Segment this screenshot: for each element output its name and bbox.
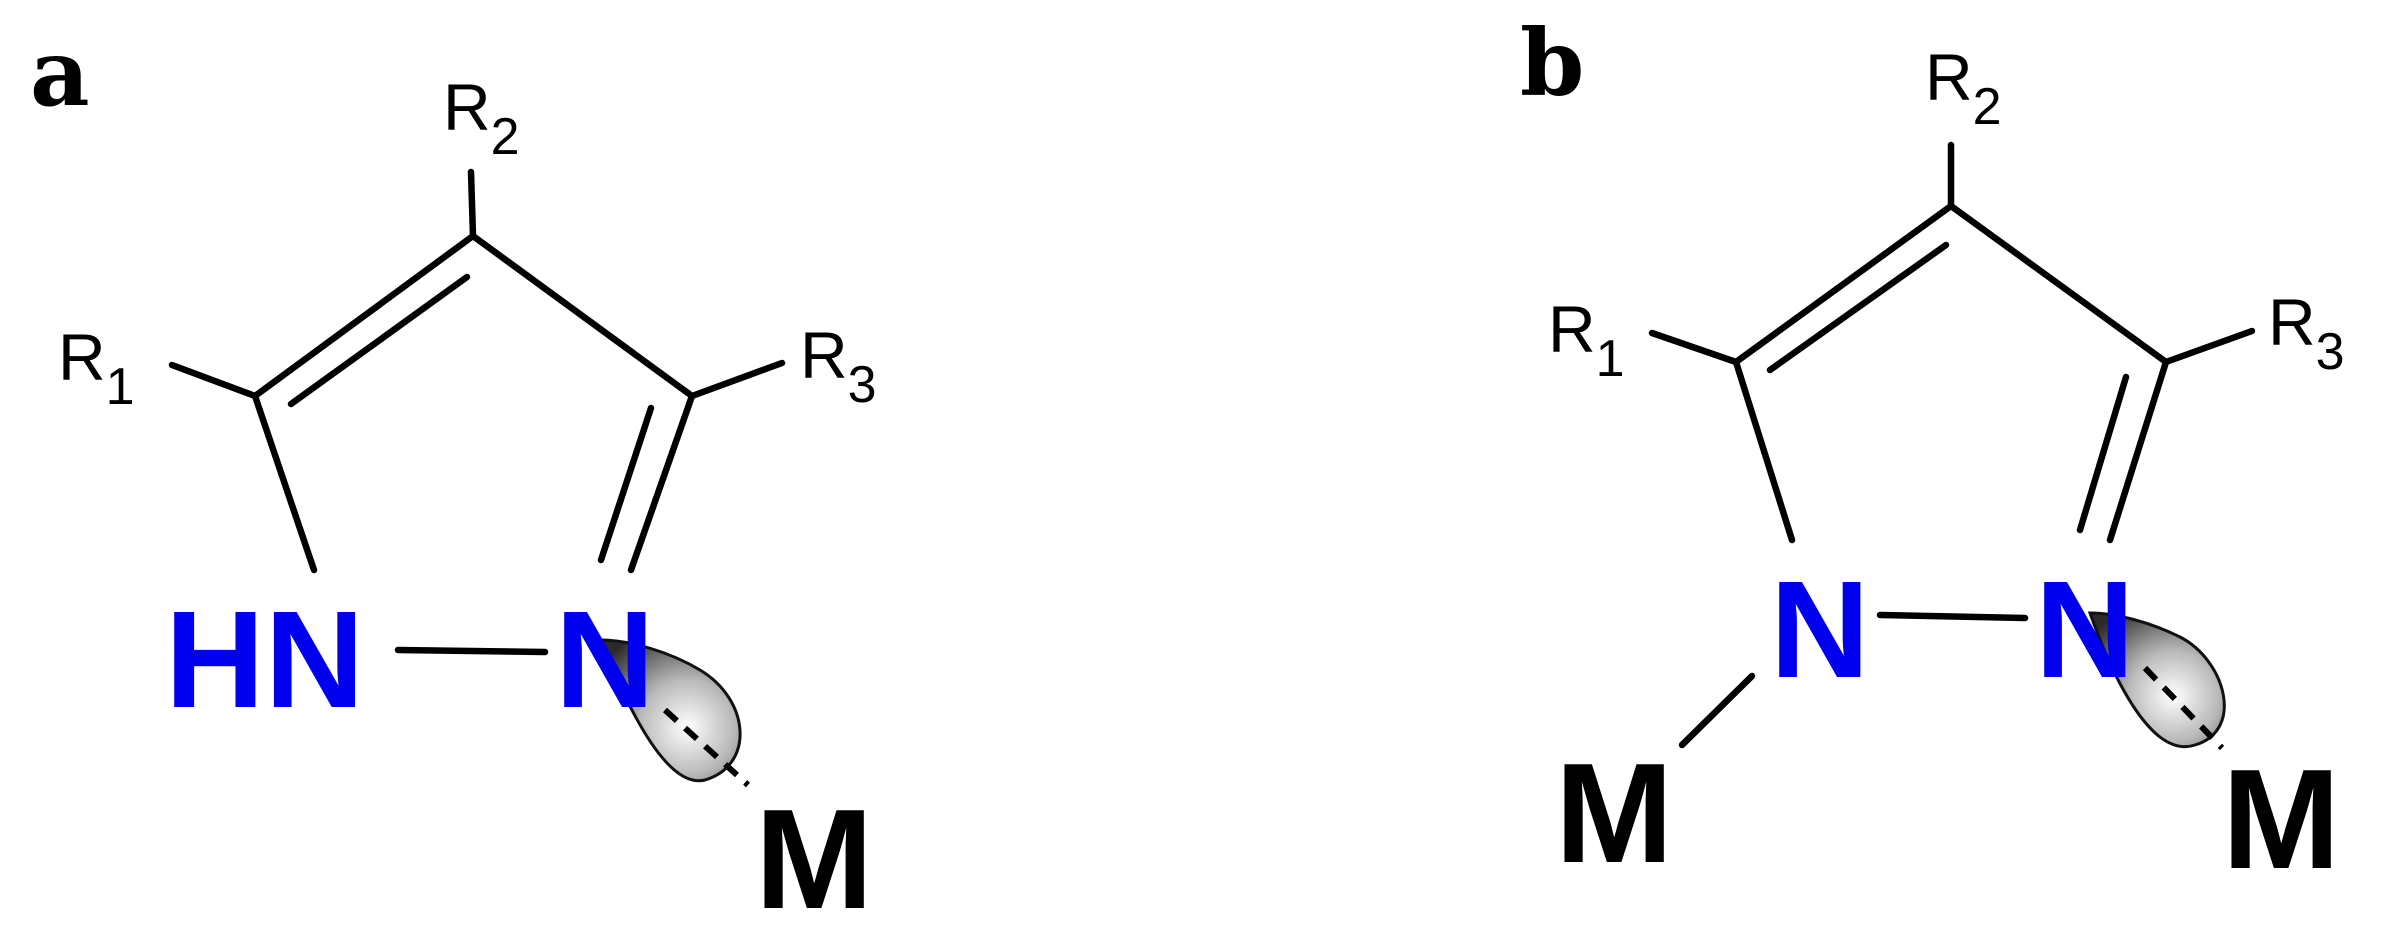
metal-a: M	[755, 780, 873, 935]
nitrogen-n1-b: N	[1770, 553, 1870, 707]
bond-c5-c4-inner-a	[287, 273, 471, 408]
bond-c5-r1-a	[168, 361, 259, 400]
bond-c4-c3-b	[1947, 202, 2170, 366]
nitrogen-nh-a: HN	[165, 583, 364, 737]
dative-bond-b	[2142, 665, 2225, 751]
nitrogen-n-a: N	[555, 583, 655, 737]
bond-n1-metal-b	[1678, 672, 1756, 749]
bond-c4-c3-a	[469, 232, 696, 400]
bond-c3-n2-a	[627, 392, 696, 574]
panel-b-label: b	[1520, 9, 1584, 117]
substituent-r2-b: R2	[1925, 40, 2002, 136]
panel-a: a R1 R2 R3 HN N M	[30, 19, 877, 935]
bond-n1-n2-a	[394, 646, 549, 656]
bond-c4-r2-a	[467, 168, 477, 240]
bond-c3-n2-inner-b	[2076, 373, 2130, 534]
bond-c5-n1-b	[1732, 358, 1796, 544]
metal-right-b: M	[2222, 740, 2340, 899]
lone-pair-lobe-a	[597, 638, 742, 783]
bond-c5-n1-a	[251, 392, 318, 574]
substituent-r1-b: R1	[1548, 292, 1625, 388]
bond-n1-n2-b	[1876, 611, 2029, 622]
bond-c3-r3-b	[2162, 327, 2256, 366]
panel-b: b R1 R2 R3 N N M M	[1520, 9, 2345, 899]
bond-c5-c4-b	[1732, 202, 1955, 366]
bond-c5-r1-b	[1648, 329, 1740, 366]
panel-a-label: a	[30, 19, 90, 127]
substituent-r3-a: R3	[800, 318, 877, 414]
metal-left-b: M	[1555, 734, 1673, 893]
bond-c3-n2-inner-a	[597, 404, 655, 564]
bond-c5-c4-inner-b	[1766, 241, 1950, 374]
substituent-r1-a: R1	[58, 320, 135, 416]
bond-c3-r3-a	[688, 359, 786, 400]
substituent-r3-b: R3	[2268, 285, 2345, 381]
bond-c5-c4-a	[251, 232, 477, 400]
dative-bond-a	[662, 707, 751, 788]
bond-c3-n2-b	[2106, 358, 2170, 544]
substituent-r2-a: R2	[443, 70, 520, 166]
nitrogen-n2-b: N	[2035, 553, 2135, 707]
